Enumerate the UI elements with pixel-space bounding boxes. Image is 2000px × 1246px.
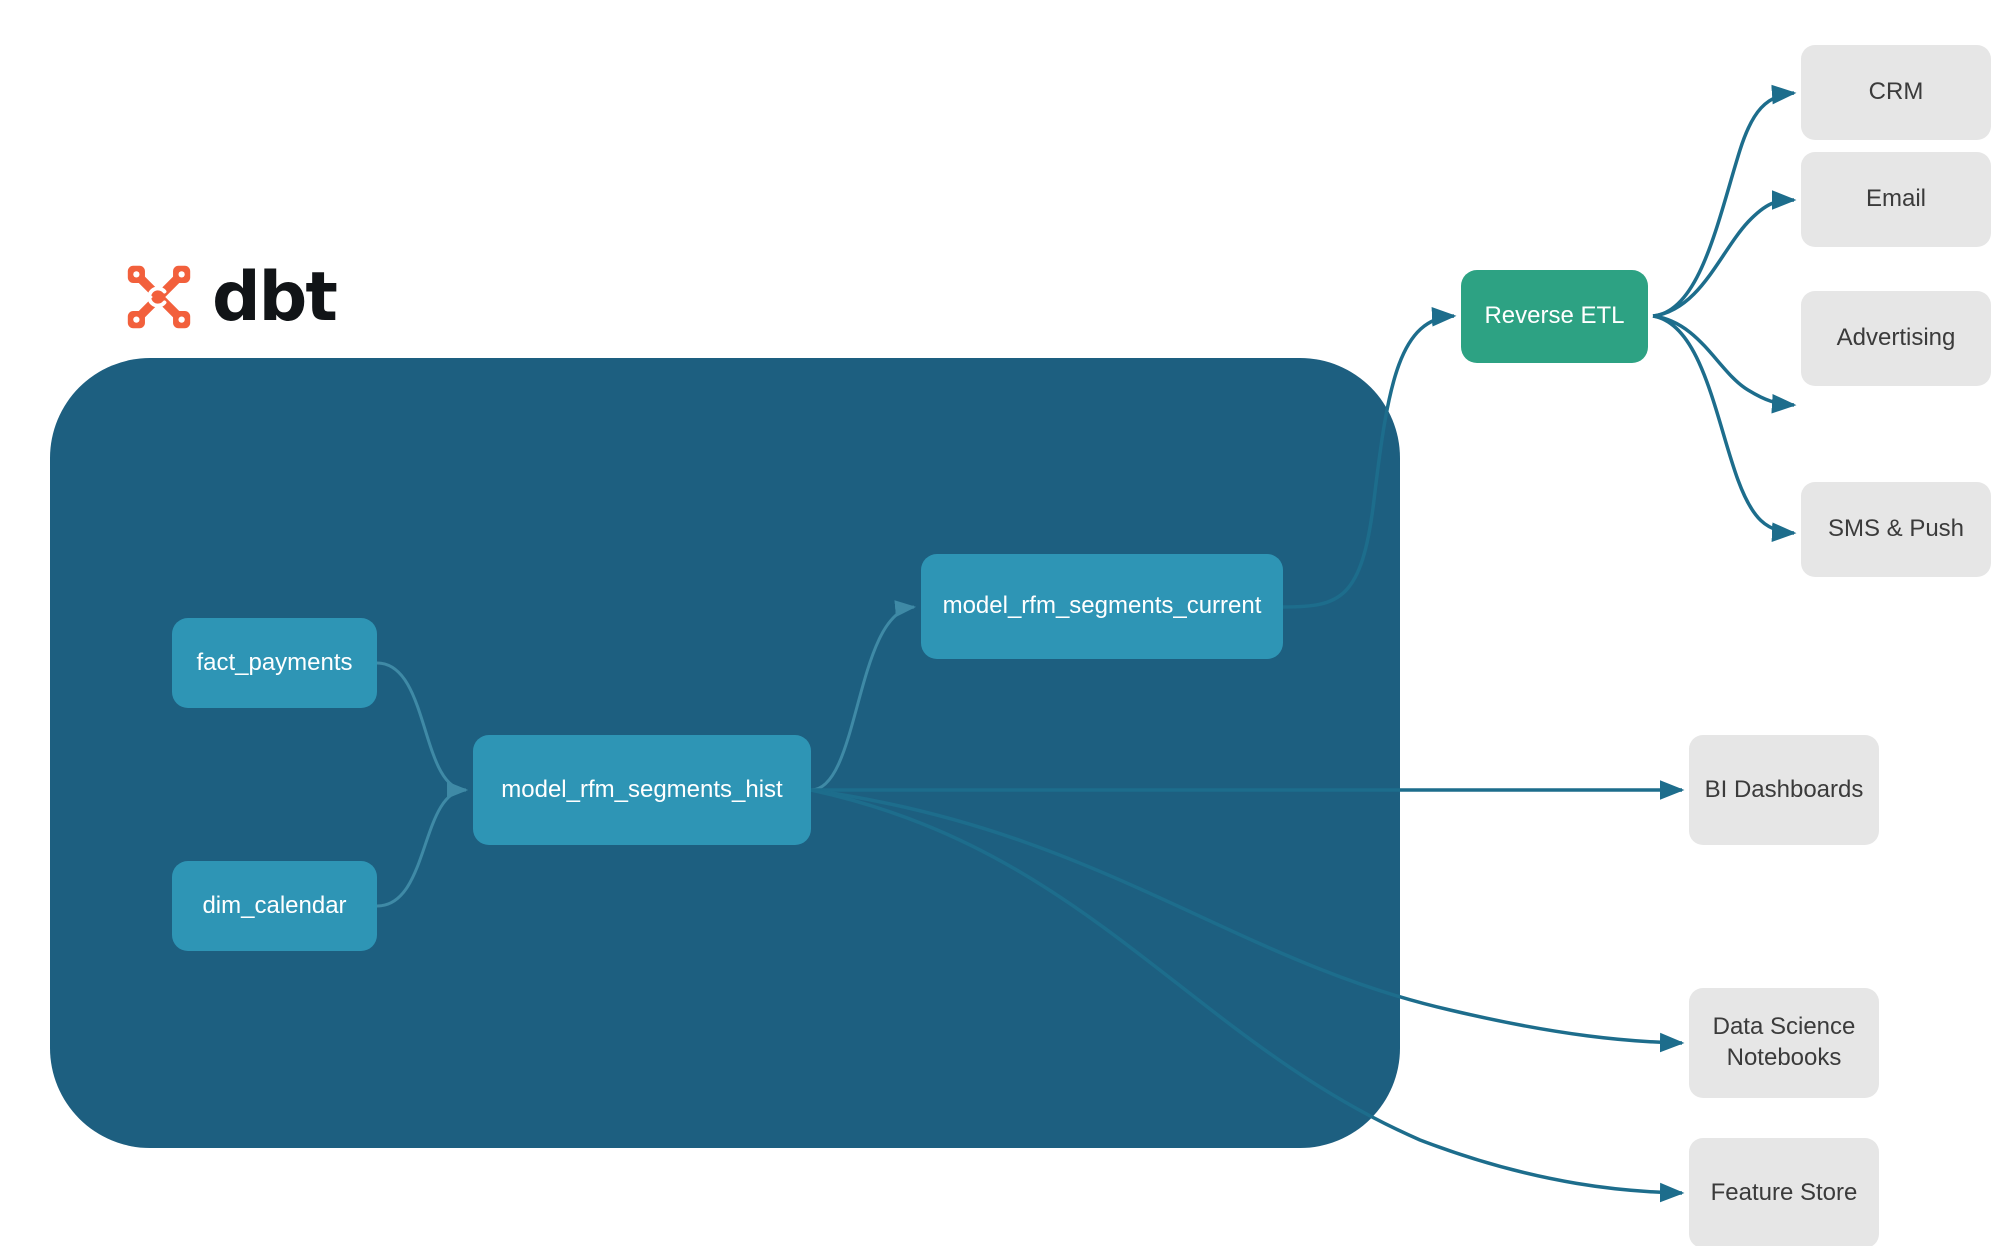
dbt-wordmark: dbt [212,258,338,337]
node-destination-email[interactable]: Email [1801,152,1991,247]
node-destination-advertising[interactable]: Advertising [1801,291,1991,386]
dbt-logo: dbt [120,258,338,337]
edge-reverse-etl-to-email [1652,190,1797,318]
node-destination-sms-push[interactable]: SMS & Push [1801,482,1991,577]
node-label: model_rfm_segments_hist [501,775,783,803]
node-label: model_rfm_segments_current [942,592,1262,620]
node-model-rfm-segments-hist[interactable]: model_rfm_segments_hist [473,735,811,845]
node-feature-store[interactable]: Feature Store [1689,1138,1879,1246]
node-label: dim_calendar [202,891,347,919]
node-reverse-etl[interactable]: Reverse ETL [1461,270,1648,363]
node-label-line1: Data Science [1712,1013,1856,1041]
edge-reverse-etl-to-advertising [1652,314,1797,414]
node-label: fact_payments [196,648,353,676]
node-label: Reverse ETL [1484,302,1625,330]
node-label-line2: Notebooks [1726,1044,1842,1071]
node-dim-calendar[interactable]: dim_calendar [172,861,377,951]
node-label: Data Science Notebooks [1713,1012,1856,1073]
node-label: Advertising [1836,324,1956,352]
edge-reverse-etl-to-sms-push [1652,314,1797,542]
node-label: SMS & Push [1827,515,1965,543]
dbt-mark-icon [127,265,191,329]
node-fact-payments[interactable]: fact_payments [172,618,377,708]
node-label: CRM [1868,78,1924,106]
node-label: Feature Store [1710,1178,1858,1206]
node-bi-dashboards[interactable]: BI Dashboards [1689,735,1879,845]
node-label: BI Dashboards [1704,775,1864,803]
node-label: Email [1865,185,1926,213]
node-destination-crm[interactable]: CRM [1801,45,1991,140]
node-model-rfm-segments-current[interactable]: model_rfm_segments_current [921,554,1283,659]
edge-reverse-etl-to-crm [1652,84,1797,318]
node-data-science-notebooks[interactable]: Data Science Notebooks [1689,988,1879,1098]
